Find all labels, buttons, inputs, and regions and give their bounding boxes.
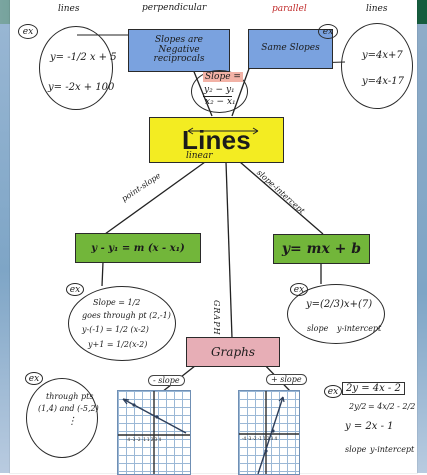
left-example-eq1: y= -1/2 x + 5 (50, 52, 117, 63)
lines-title: Lines (182, 124, 251, 155)
perpendicular-box-text: Slopes are Negative reciprocals (153, 35, 205, 65)
lines-box: Lines (149, 117, 284, 163)
left-example-ex: ex (18, 24, 38, 39)
left-graph-plot: -4 -3 -2 -1 1 2 3 4 (118, 391, 190, 474)
slope-intercept-example-eq: y=(2/3)x+(7) (306, 299, 373, 310)
graphs-title: Graphs (210, 345, 256, 359)
point-slope-ex-text: ex (69, 284, 81, 295)
left-bottom-ex-text: ex (28, 373, 40, 384)
right-example-oval (341, 23, 413, 109)
right-bottom-example-ex: ex (324, 385, 342, 398)
right-bottom-example-final: y = 2x - 1 (345, 421, 394, 432)
double-arrow-icon (187, 127, 259, 135)
point-slope-example-oval (68, 286, 176, 361)
left-example-eq2: y= -2x + 100 (48, 82, 115, 93)
point-slope-example-line2: goes through pt (2,-1) (82, 311, 171, 320)
slope-intercept-example-ex: ex (290, 283, 308, 296)
slope-intercept-example-oval (287, 284, 385, 344)
point-slope-box: y - y₁ = m (x - x₁) (75, 233, 201, 263)
left-example-ex-text: ex (22, 26, 34, 37)
left-bottom-example-ex: ex (25, 372, 43, 385)
right-graph-grid: -4 -3 -2 -1 1 2 3 4 (238, 390, 300, 475)
left-example-oval (39, 26, 113, 110)
right-example-eq2: y=4x-17 (362, 76, 404, 87)
graph-left-label: - slope (148, 375, 185, 386)
parallel-box: Same Slopes (248, 29, 333, 69)
right-bottom-example-slope: slope (345, 445, 367, 454)
slope-formula-num: y₂ − y₁ (204, 85, 235, 95)
right-graph-plot: -4 -3 -2 -1 1 2 3 4 (239, 391, 299, 474)
right-bottom-example-step-left: 2y/2 (349, 402, 367, 411)
slope-formula-den: x₂ − x₁ (205, 97, 236, 107)
perpendicular-label: perpendicular (142, 3, 207, 13)
svg-text:-4 -3 -2 -1 1 2 3 4: -4 -3 -2 -1 1 2 3 4 (126, 437, 161, 442)
graph-right-label: + slope (266, 374, 307, 385)
right-example-eq1: y=4x+7 (362, 50, 403, 61)
slope-intercept-example-slope: slope (307, 324, 329, 333)
right-bottom-example-intercept: y-intercept (370, 445, 415, 454)
point-slope-example-line1: Slope = 1/2 (93, 298, 141, 307)
slope-intercept-ex-text: ex (293, 284, 305, 295)
slope-formula-bar (203, 96, 232, 97)
left-graph-grid: -4 -3 -2 -1 1 2 3 4 (117, 390, 191, 475)
slope-intercept-box: y= mx + b (273, 234, 370, 264)
slope-formula-label: Slope = (203, 72, 243, 82)
parallel-box-text: Same Slopes (261, 43, 320, 54)
slope-intercept-formula: y= mx + b (281, 241, 362, 257)
linear-label: linear (186, 151, 213, 161)
parallel-label: parallel (272, 4, 307, 14)
graphs-box: Graphs (186, 337, 280, 367)
left-bottom-example-oval (26, 378, 98, 458)
left-bottom-example-line2: (1,4) and (-5,2) (38, 404, 99, 413)
right-example-ex: ex (318, 24, 338, 39)
right-bottom-example-boxed-eq: 2y = 4x - 2 (342, 382, 405, 395)
point-slope-formula: y - y₁ = m (x - x₁) (91, 242, 185, 254)
left-bottom-example-line1: through pts (46, 392, 94, 401)
perpendicular-box: Slopes are Negative reciprocals (128, 29, 230, 72)
right-bottom-ex-text: ex (327, 386, 339, 397)
right-example-ex-text: ex (322, 26, 334, 37)
graph-vertical-label: GRAPH (212, 300, 221, 336)
top-left-label: lines (58, 4, 80, 14)
top-right-label: lines (366, 4, 388, 14)
point-slope-example-ex: ex (66, 283, 84, 296)
lines-arrow (182, 121, 264, 135)
left-bottom-example-dots: ⋮ (67, 416, 77, 427)
slope-intercept-example-intercept: y-intercept (337, 324, 382, 333)
slope-formula-oval (191, 70, 248, 113)
svg-text:-4 -3 -2 -1 1 2 3 4: -4 -3 -2 -1 1 2 3 4 (242, 436, 277, 441)
point-slope-example-line3: y-(-1) = 1/2 (x-2) (82, 325, 149, 334)
point-slope-example-line4: y+1 = 1/2(x-2) (88, 340, 148, 349)
right-bottom-example-step-right: = 4x/2 - 2/2 (368, 402, 416, 411)
